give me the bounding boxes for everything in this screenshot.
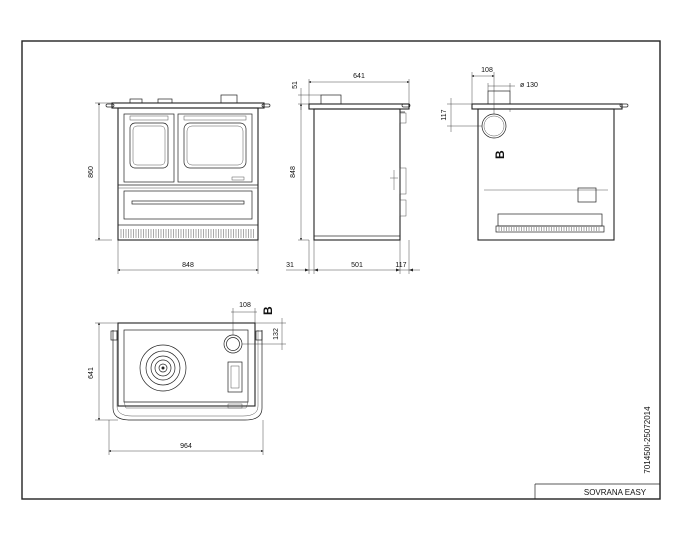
rear-marker-b: B (493, 150, 507, 159)
rear-flue-outlet-inner (483, 115, 505, 137)
side-drawer-edge (399, 199, 407, 217)
top-side-panel-inner (230, 365, 240, 389)
hotplate-ring-2 (145, 350, 181, 386)
top-view: 108 B 132 641 964 (88, 302, 286, 455)
top-flue-offset-label: 108 (239, 302, 251, 309)
front-rail-right (261, 103, 271, 108)
rear-flue-collar (487, 90, 511, 105)
rear-plinth (495, 225, 605, 233)
rear-flue-height-label: 117 (441, 109, 448, 120)
oven-door-handle (183, 115, 247, 121)
rear-flue-outlet (481, 113, 507, 139)
top-rail-bracket-left (110, 330, 118, 341)
front-view: 860 848 (88, 94, 271, 274)
side-body (313, 108, 401, 241)
firebox-door-glass (129, 122, 169, 169)
hotplate-ring-3 (150, 355, 176, 381)
front-control-right (157, 98, 173, 104)
top-flue-depth-label: 132 (273, 328, 280, 340)
firebox-door (123, 113, 175, 183)
front-drawer (123, 190, 253, 220)
side-flue-stub (320, 94, 342, 105)
top-front-edge (123, 401, 249, 409)
sheet-border (21, 40, 661, 500)
side-height-label: 848 (290, 166, 297, 178)
front-height-label: 860 (88, 166, 95, 178)
side-bottom-left-label: 31 (286, 262, 294, 269)
top-depth-label: 641 (88, 367, 95, 379)
oven-door-glass-inner (186, 125, 244, 166)
rear-view: B 108 ø 130 117 (441, 67, 629, 241)
side-bottom-mid-label: 501 (351, 262, 363, 269)
top-marker-b: B (261, 306, 275, 315)
side-view: 641 51 848 31 501 117 (286, 73, 420, 274)
front-plinth (117, 224, 259, 241)
top-body (117, 322, 256, 407)
front-flue-stub (220, 94, 238, 104)
hotplate-center (161, 366, 165, 370)
hotplate-ring-4 (154, 359, 172, 377)
front-rail-left (105, 103, 115, 108)
drawing-code: 701450I-25072014 (643, 406, 652, 474)
front-control-left (129, 98, 143, 104)
side-top-plate (308, 103, 410, 110)
rear-body (477, 108, 615, 241)
front-drawer-handle (131, 200, 245, 205)
side-hinge-top (399, 112, 407, 124)
front-width-label: 848 (182, 262, 194, 269)
side-door-edge (399, 167, 407, 195)
hotplate-ring-5 (158, 363, 168, 373)
rear-flue-offset-label: 108 (481, 67, 493, 74)
front-badge (231, 176, 245, 181)
oven-door-glass (183, 122, 247, 169)
side-depth-label: 641 (353, 73, 365, 80)
side-bottom-right-label: 117 (395, 262, 406, 269)
rear-flue-diameter-label: ø 130 (520, 82, 538, 89)
top-rail-bracket-right (255, 330, 263, 341)
rear-drawer-outline (497, 213, 603, 227)
oven-door (177, 113, 253, 183)
rear-vent-box (577, 187, 597, 203)
model-name: SOVRANA EASY (584, 488, 647, 497)
hotplate-ring-1 (139, 344, 187, 392)
firebox-door-glass-inner (132, 125, 166, 166)
rear-rail (619, 103, 629, 108)
top-rail-inner (116, 330, 259, 417)
rear-top-plate (471, 103, 623, 110)
rear-plinth-grille (498, 227, 600, 231)
front-top-plate (111, 102, 265, 109)
top-side-panel (227, 361, 243, 393)
top-rail-outer (112, 330, 263, 421)
side-plinth (313, 235, 401, 241)
top-flue-inner (226, 337, 240, 351)
side-rail (401, 103, 411, 108)
firebox-door-handle (129, 115, 169, 121)
front-plinth-grille (120, 229, 254, 238)
side-top-offset-label: 51 (292, 81, 299, 89)
top-width-label: 964 (180, 443, 192, 450)
